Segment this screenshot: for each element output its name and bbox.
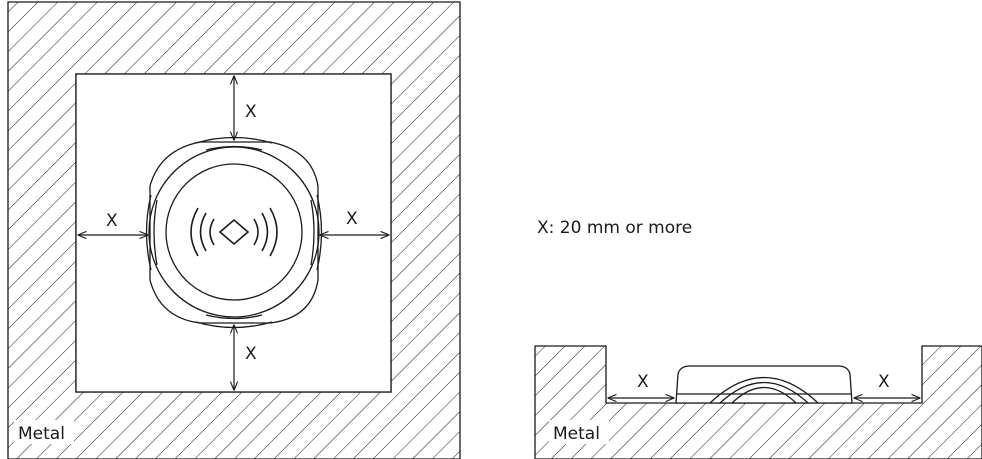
reader-side-dome-inner — [719, 382, 809, 404]
reader-side-dome-core — [731, 387, 797, 404]
dim-label-top: X — [245, 102, 257, 122]
dim-label-left: X — [106, 211, 118, 231]
reader-ring-inner — [165, 163, 303, 301]
side-view: Metal X X — [534, 345, 982, 459]
reader-tab-right-inner — [310, 199, 315, 266]
reader-tab-left-inner — [153, 199, 158, 266]
dim-label-bottom: X — [245, 344, 257, 364]
side-dim-label-left: X — [637, 372, 649, 392]
reader-ring-outer — [148, 146, 320, 318]
reader-side-body — [675, 365, 853, 404]
reader-device-side — [675, 365, 853, 404]
reader-tab-bottom-inner — [205, 314, 263, 320]
side-metal-label: Metal — [553, 424, 600, 444]
dim-label-right: X — [346, 209, 358, 229]
contactless-card-shape — [218, 218, 250, 246]
side-metal-label-bg — [549, 420, 609, 444]
side-metal-plate — [534, 345, 982, 459]
side-dim-label-right: X — [878, 372, 890, 392]
front-view: Metal X — [7, 1, 461, 459]
contactless-icon — [190, 207, 278, 257]
front-metal-label-bg — [14, 420, 74, 444]
front-metal-label: Metal — [18, 424, 65, 444]
reader-side-dome-outer — [709, 376, 819, 404]
clearance-note: X: 20 mm or more — [537, 218, 692, 238]
